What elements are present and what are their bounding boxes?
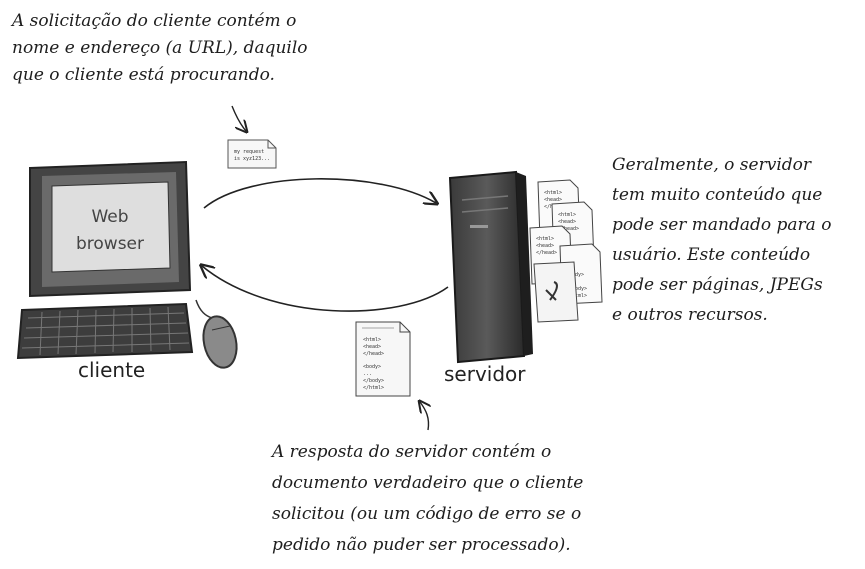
monitor-icon: Web browser xyxy=(29,160,192,298)
request-note-line-1: A solicitação do cliente contém o xyxy=(12,11,297,31)
mouse-icon xyxy=(195,299,238,369)
response-doc-line-4: <body> xyxy=(363,364,381,370)
screen-text-line-1: Web xyxy=(91,207,128,227)
server-note-line-6: e outros recursos. xyxy=(612,305,768,325)
request-note-line-2: nome e endereço (a URL), daquilo xyxy=(12,38,308,58)
request-document-icon: my request is xyz123... xyxy=(227,139,277,169)
request-arrow xyxy=(203,178,436,209)
screen-text-line-2: browser xyxy=(76,234,144,254)
response-note-arrow xyxy=(420,402,429,431)
server-doc-c-line-3: </head> xyxy=(536,250,557,256)
response-doc-line-3: </head> xyxy=(363,351,384,357)
server-note-line-5: pode ser páginas, JPEGs xyxy=(612,275,823,295)
server-label: servidor xyxy=(444,362,526,386)
image-document-icon xyxy=(533,261,579,323)
response-annotation: A resposta do servidor contém o document… xyxy=(272,437,583,561)
server-doc-a-line-2: <head> xyxy=(544,197,562,203)
request-note-arrow xyxy=(231,105,246,131)
response-note-line-3: solicitou (ou um código de erro se o xyxy=(272,504,582,524)
server-documents-stack: <html> <head> </head> <html> <head> </he… xyxy=(529,179,603,323)
server-note-line-2: tem muito conteúdo que xyxy=(612,185,823,205)
server-annotation: Geralmente, o servidor tem muito conteúd… xyxy=(612,150,831,330)
server-note-line-4: usuário. Este conteúdo xyxy=(612,245,811,265)
client-label: cliente xyxy=(78,358,146,382)
response-note-line-4: pedido não puder ser processado). xyxy=(272,535,571,555)
response-doc-line-1: <html> xyxy=(363,337,381,343)
server-tower-icon xyxy=(448,170,533,364)
request-note-line-3: que o cliente está procurando. xyxy=(12,65,275,85)
response-doc-line-7: </html> xyxy=(363,385,384,391)
server-doc-b-line-3: </head> xyxy=(558,226,579,232)
response-doc-line-2: <head> xyxy=(363,344,381,350)
server-doc-a-line-1: <html> xyxy=(544,190,562,196)
response-note-line-1: A resposta do servidor contém o xyxy=(272,442,552,462)
server-doc-c-line-2: <head> xyxy=(536,243,554,249)
response-doc-line-6: </body> xyxy=(363,378,384,384)
server-doc-c-line-1: <html> xyxy=(536,236,554,242)
server-doc-d-line-2: </body> xyxy=(566,286,587,292)
server-doc-b-line-1: <html> xyxy=(558,212,576,218)
server-note-line-3: pode ser mandado para o xyxy=(612,215,832,235)
response-note-line-2: documento verdadeiro que o cliente xyxy=(272,473,584,493)
request-annotation: A solicitação do cliente contém o nome e… xyxy=(12,8,308,89)
request-doc-line-2: is xyz123... xyxy=(234,156,270,162)
response-document-icon: <html> <head> </head> <body> ... </body>… xyxy=(355,321,411,397)
response-arrow xyxy=(202,266,449,312)
server-note-line-1: Geralmente, o servidor xyxy=(612,155,812,175)
server-doc-b-line-2: <head> xyxy=(558,219,576,225)
request-doc-line-1: my request xyxy=(234,149,264,155)
response-doc-line-5: ... xyxy=(363,371,372,377)
keyboard-icon xyxy=(16,302,194,360)
